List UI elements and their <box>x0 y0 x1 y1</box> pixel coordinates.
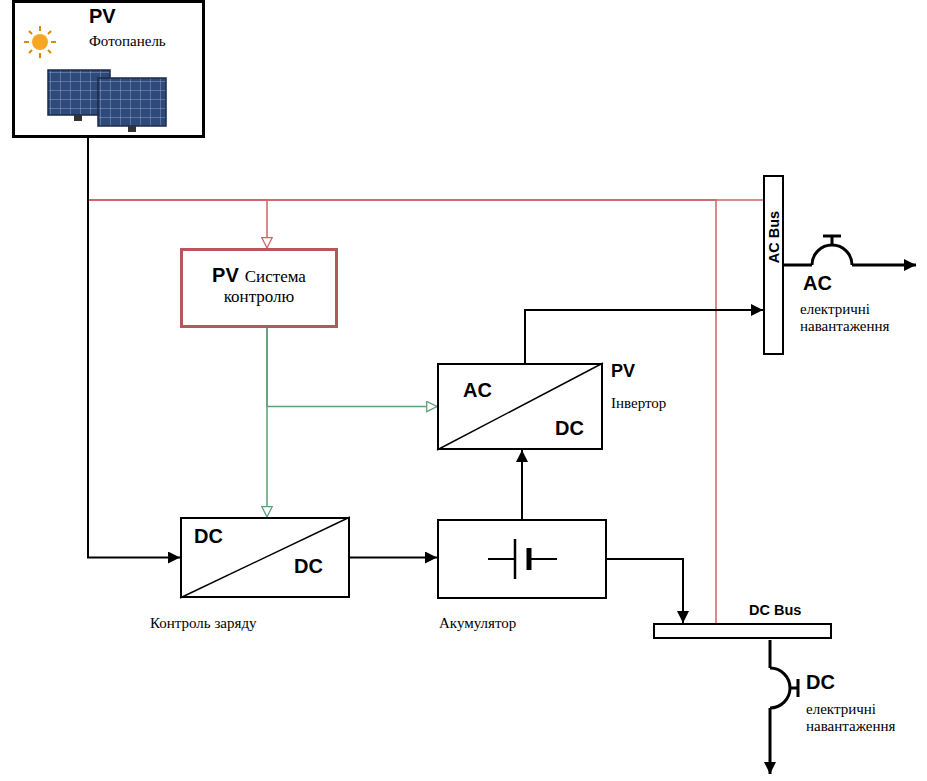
bus-name: AC Bus <box>766 211 782 263</box>
dc-mark: DC <box>294 555 323 578</box>
dc-mark: DC <box>194 525 223 548</box>
charge-controller-box: DCDCКонтроль заряду <box>180 517 350 598</box>
connector <box>267 328 437 407</box>
component-name: Контроль заряду <box>150 615 257 632</box>
pv-heading: PV <box>212 264 239 286</box>
text-flow: PVСистема контролю <box>189 264 329 307</box>
solar-panel-icon <box>24 26 166 132</box>
dc-load-symbol <box>770 640 798 774</box>
component-name: Акумулятор <box>439 615 516 632</box>
bus-name: DC Bus <box>749 602 801 618</box>
connector <box>350 557 437 559</box>
ac-load-symbol <box>784 236 916 265</box>
load-type: AC <box>803 272 832 295</box>
connector <box>607 559 683 623</box>
connector <box>88 138 267 248</box>
connector <box>521 450 523 519</box>
inverter-box: ACDCPVІнвертор <box>437 363 603 450</box>
load-name: електричні навантаження <box>806 701 924 735</box>
connector <box>88 138 763 200</box>
connector <box>525 310 763 363</box>
connector <box>88 138 180 558</box>
pv-panel-box: PV Фотопанель <box>12 0 205 138</box>
ac-mark: AC <box>463 379 492 402</box>
component-name: Інвертор <box>611 395 666 412</box>
ac-bus-bar: AC Bus <box>763 175 784 355</box>
battery-box: Акумулятор <box>437 519 607 599</box>
load-name: електричні навантаження <box>800 301 924 335</box>
component-name: Фотопанель <box>89 33 166 50</box>
control-box: PVСистема контролю <box>180 248 338 328</box>
pv-heading: PV <box>611 361 635 382</box>
converter-diagonal <box>180 517 350 598</box>
converter-diagonal <box>437 363 603 450</box>
dc-bus-bar: DC Bus <box>653 623 832 639</box>
battery-symbol <box>488 539 557 579</box>
pv-heading: PV <box>89 5 116 28</box>
connector <box>88 138 716 623</box>
load-type: DC <box>806 671 835 694</box>
dc-mark: DC <box>555 417 584 440</box>
